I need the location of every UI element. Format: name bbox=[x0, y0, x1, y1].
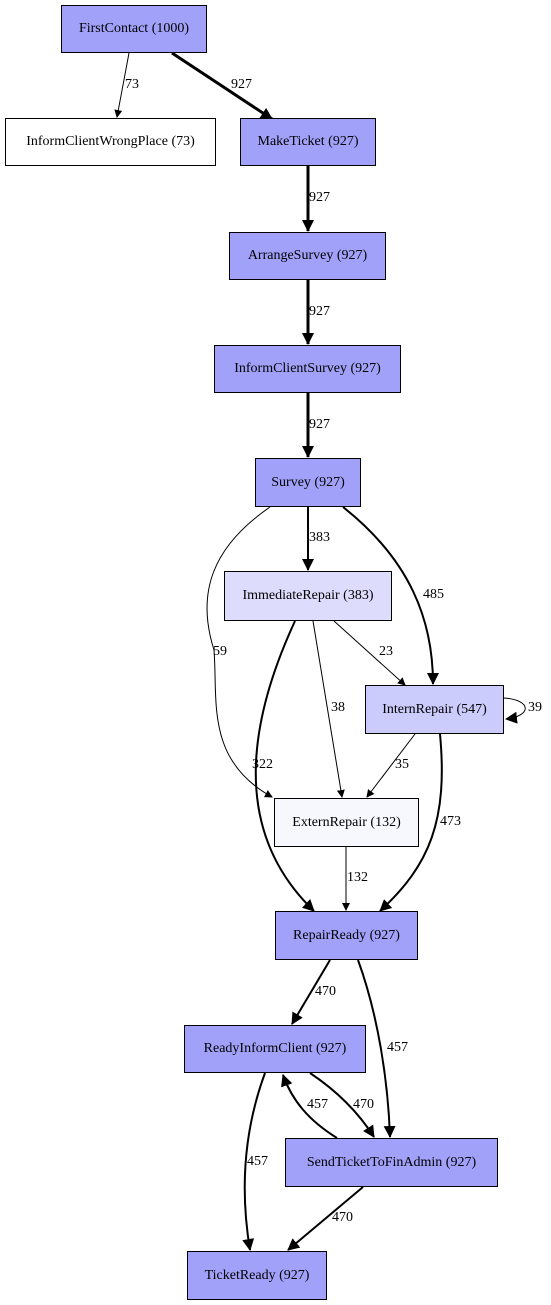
edge-repair-ready-to-ready-inform-client bbox=[291, 959, 331, 1025]
edge-first-contact-to-make-ticket bbox=[171, 51, 273, 121]
edge-label-23: 23 bbox=[379, 644, 393, 659]
edge-ready-inform-client-to-ticket-ready bbox=[242, 1072, 266, 1251]
node-label: RepairReady (927) bbox=[293, 927, 400, 943]
node-first-contact[interactable]: FirstContact (1000) bbox=[61, 5, 207, 53]
edge-label-322: 322 bbox=[252, 757, 273, 772]
edge-label-485: 485 bbox=[423, 587, 444, 602]
node-immediate-repair[interactable]: ImmediateRepair (383) bbox=[224, 571, 392, 621]
edge-first-contact-to-wrong-place bbox=[114, 52, 130, 118]
node-arrange-survey[interactable]: ArrangeSurvey (927) bbox=[229, 232, 386, 280]
node-inform-client-survey[interactable]: InformClientSurvey (927) bbox=[214, 345, 401, 393]
edge-label-927-survey: 927 bbox=[309, 417, 330, 432]
edge-label-470-forward: 470 bbox=[353, 1097, 374, 1112]
edge-label-927-make-ticket: 927 bbox=[231, 77, 252, 92]
node-label: InformClientSurvey (927) bbox=[234, 361, 381, 376]
edge-intern-repair-loop bbox=[503, 697, 526, 724]
edge-label-383: 383 bbox=[309, 530, 330, 545]
edge-survey-to-extern-repair bbox=[206, 506, 273, 798]
edge-immediate-repair-to-intern-repair bbox=[333, 620, 406, 686]
node-make-ticket[interactable]: MakeTicket (927) bbox=[240, 118, 376, 166]
edge-label-927-inform-client-survey: 927 bbox=[309, 304, 330, 319]
edge-label-927-arrange-survey: 927 bbox=[309, 190, 330, 205]
edge-label-59: 59 bbox=[213, 644, 227, 659]
node-inform-client-wrong-place[interactable]: InformClientWrongPlace (73) bbox=[5, 118, 216, 166]
edge-label-132: 132 bbox=[347, 870, 368, 885]
edge-label-35: 35 bbox=[395, 757, 409, 772]
node-repair-ready[interactable]: RepairReady (927) bbox=[275, 911, 418, 960]
edge-send-ticket-to-ticket-ready bbox=[287, 1186, 364, 1251]
edge-intern-repair-to-extern-repair bbox=[366, 733, 416, 798]
node-label: TicketReady (927) bbox=[204, 1267, 310, 1283]
node-label: SendTicketToFinAdmin (927) bbox=[306, 1154, 477, 1170]
edge-label-473: 473 bbox=[440, 814, 461, 829]
node-label: InternRepair (547) bbox=[382, 701, 487, 717]
node-label: ArrangeSurvey (927) bbox=[247, 248, 368, 263]
node-extern-repair[interactable]: ExternRepair (132) bbox=[274, 798, 419, 847]
edge-label-470-ticket-ready: 470 bbox=[332, 1210, 353, 1225]
node-survey[interactable]: Survey (927) bbox=[255, 458, 361, 507]
node-label: MakeTicket (927) bbox=[257, 134, 359, 149]
node-label: InformClientWrongPlace (73) bbox=[26, 134, 195, 149]
edge-send-ticket-to-ready-inform-client bbox=[281, 1074, 338, 1139]
node-send-ticket-to-fin-admin[interactable]: SendTicketToFinAdmin (927) bbox=[285, 1138, 498, 1187]
node-label: ReadyInformClient (927) bbox=[203, 1041, 347, 1056]
node-label: ExternRepair (132) bbox=[292, 814, 401, 830]
edge-survey-to-intern-repair bbox=[342, 506, 439, 685]
edge-label-39: 39 bbox=[528, 700, 542, 715]
node-label: FirstContact (1000) bbox=[78, 21, 190, 36]
edge-label-38: 38 bbox=[331, 700, 345, 715]
node-label: ImmediateRepair (383) bbox=[242, 588, 374, 603]
edge-immediate-repair-to-repair-ready bbox=[254, 620, 315, 912]
edge-immediate-repair-to-extern-repair bbox=[312, 620, 345, 798]
edge-label-457-send-ticket: 457 bbox=[387, 1040, 408, 1055]
edge-label-457-back: 457 bbox=[307, 1097, 328, 1112]
node-ready-inform-client[interactable]: ReadyInformClient (927) bbox=[184, 1025, 366, 1073]
edge-label-73: 73 bbox=[125, 77, 139, 92]
node-ticket-ready[interactable]: TicketReady (927) bbox=[187, 1251, 327, 1300]
node-label: Survey (927) bbox=[271, 474, 345, 490]
edge-label-457-ticket-ready: 457 bbox=[247, 1154, 268, 1169]
edge-ready-inform-client-to-send-ticket bbox=[309, 1072, 375, 1138]
edge-repair-ready-to-send-ticket bbox=[357, 959, 396, 1138]
node-intern-repair[interactable]: InternRepair (547) bbox=[365, 685, 504, 734]
edge-label-470-ready-inform-client: 470 bbox=[315, 984, 336, 999]
edge-intern-repair-to-repair-ready bbox=[379, 733, 443, 912]
